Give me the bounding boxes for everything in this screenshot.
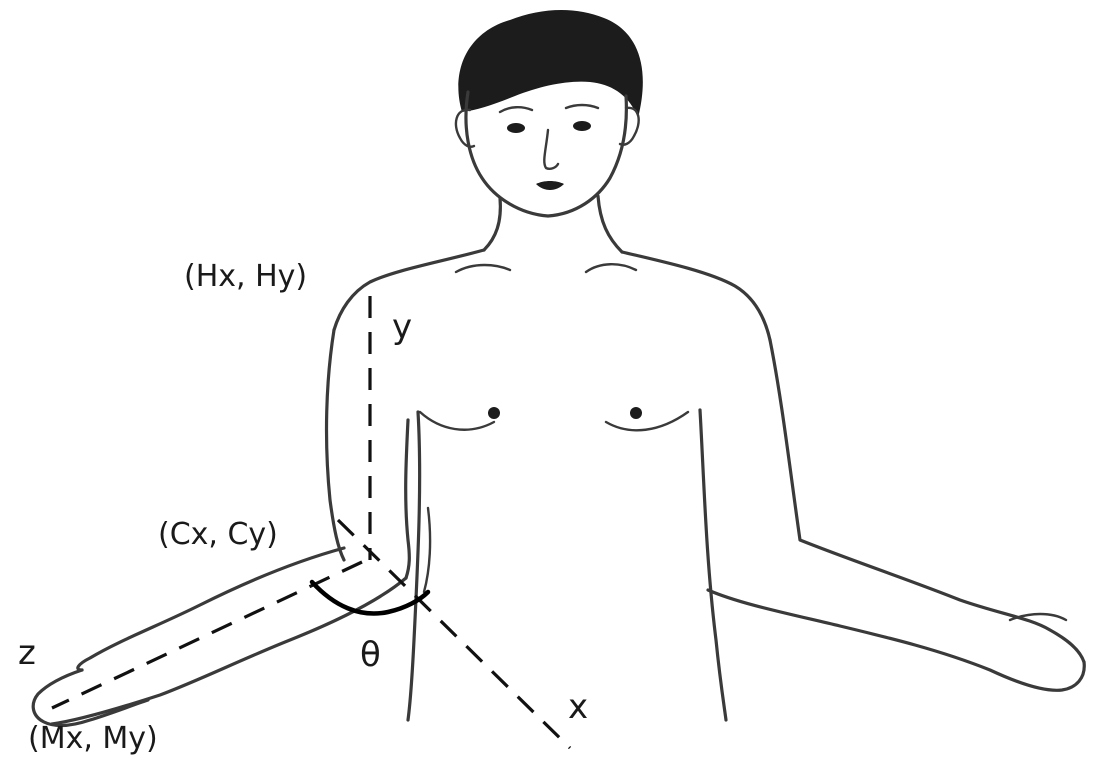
theta-arc bbox=[312, 582, 428, 614]
y-axis-label: y bbox=[392, 307, 412, 347]
shoulder-point-label: (Hx, Hy) bbox=[184, 259, 307, 294]
x-axis-line bbox=[338, 520, 570, 748]
neck-right bbox=[598, 196, 622, 252]
left-forearm-top bbox=[78, 548, 344, 670]
right-nipple bbox=[630, 407, 642, 419]
right-clavicle bbox=[586, 264, 636, 272]
chest-left bbox=[420, 412, 494, 430]
hair bbox=[458, 10, 642, 118]
left-brow bbox=[500, 107, 532, 112]
right-eye bbox=[573, 121, 591, 131]
nose bbox=[544, 130, 558, 169]
left-clavicle bbox=[456, 265, 510, 272]
right-shoulder bbox=[622, 252, 770, 340]
left-eye bbox=[507, 123, 525, 133]
chest-right bbox=[606, 412, 688, 430]
x-axis-label: x bbox=[568, 687, 588, 727]
right-brow bbox=[566, 105, 598, 108]
left-nipple bbox=[488, 407, 500, 419]
elbow-point-label: (Cx, Cy) bbox=[158, 517, 278, 552]
head-outline bbox=[466, 92, 626, 216]
neck-left bbox=[484, 198, 500, 250]
z-axis-label: z bbox=[18, 633, 36, 673]
mouth bbox=[536, 181, 564, 190]
torso-right-side bbox=[700, 410, 726, 720]
right-upper-arm-bottom bbox=[708, 590, 1084, 690]
angle-label: θ bbox=[360, 635, 381, 675]
left-armpit-line bbox=[424, 508, 430, 592]
left-upper-arm-inner bbox=[406, 420, 410, 578]
wrist-point-label: (Mx, My) bbox=[28, 721, 158, 756]
